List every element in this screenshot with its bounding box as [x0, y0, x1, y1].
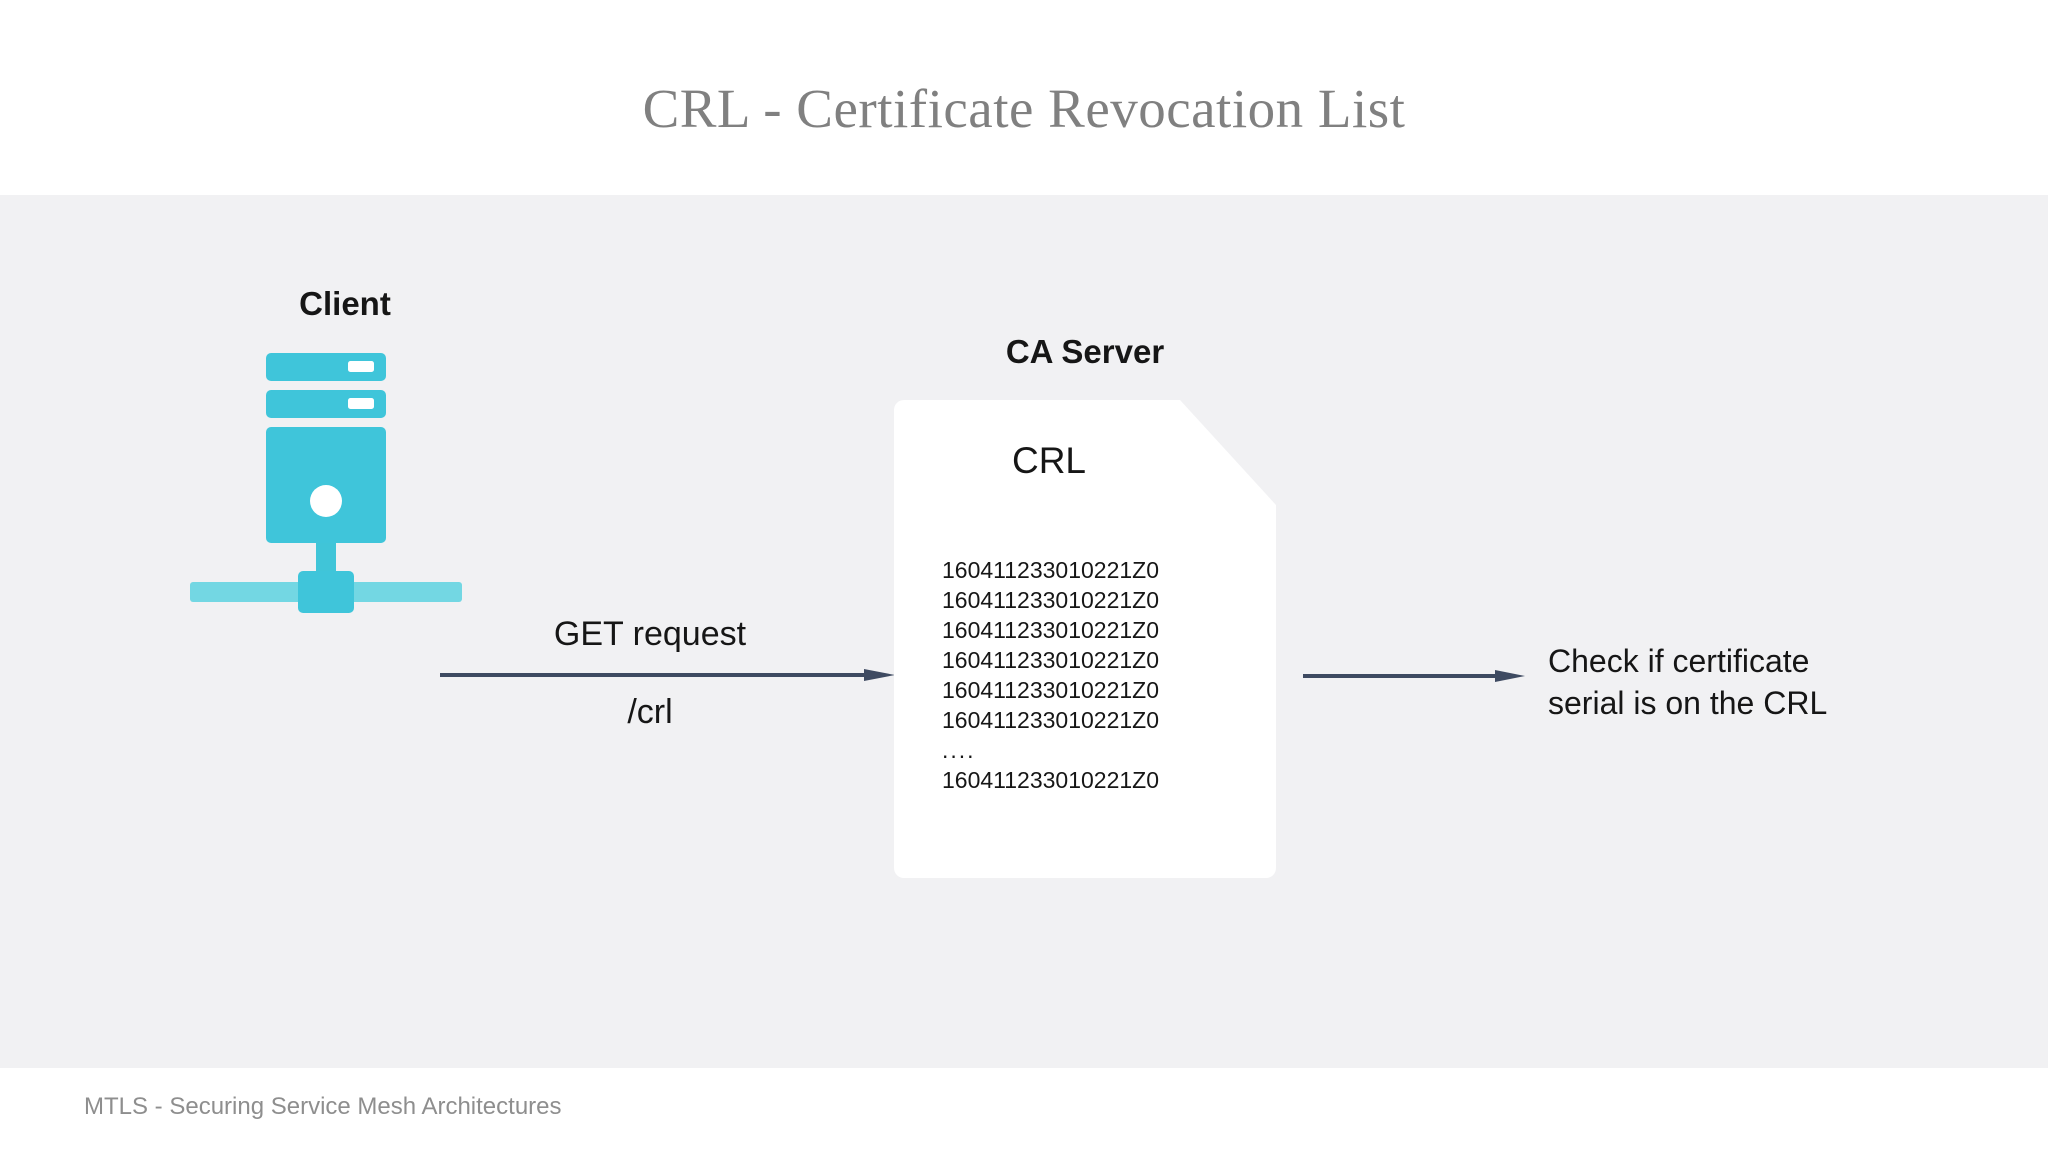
- crl-serial-item: 160411233010221Z0: [942, 677, 1160, 703]
- crl-document-title: CRL: [1011, 440, 1087, 481]
- slide-footer: MTLS - Securing Service Mesh Architectur…: [0, 1068, 2048, 1152]
- page-title: CRL - Certificate Revocation List: [642, 78, 1406, 139]
- check-note: Check if certificate serial is on the CR…: [1548, 640, 1878, 724]
- get-request-label: GET request: [553, 615, 747, 653]
- client-label: Client: [299, 285, 391, 322]
- arrow-right-icon-check: [1303, 669, 1525, 682]
- crl-serial-item: 160411233010221Z0: [942, 557, 1160, 583]
- document-icon: [894, 400, 1276, 878]
- crl-serial-list: 160411233010221Z0 160411233010221Z0 1604…: [942, 555, 1242, 795]
- client-node: Client: [190, 285, 500, 625]
- crl-serial-ellipsis: ....: [942, 737, 976, 763]
- arrow-right-icon-request: [440, 668, 895, 681]
- footer-text: MTLS - Securing Service Mesh Architectur…: [84, 1093, 562, 1120]
- server-tower-icon: [190, 353, 500, 623]
- slide-header: CRL - Certificate Revocation List: [0, 0, 2048, 195]
- crl-path-label: /crl: [627, 693, 673, 731]
- crl-serial-item: 160411233010221Z0: [942, 647, 1160, 673]
- check-note-line2: serial is on the CRL: [1548, 685, 1828, 721]
- crl-serial-item: 160411233010221Z0: [942, 587, 1160, 613]
- crl-serial-item-last: 160411233010221Z0: [942, 767, 1160, 793]
- crl-document: CRL 160411233010221Z0 160411233010221Z0 …: [894, 400, 1276, 878]
- crl-serial-item: 160411233010221Z0: [942, 617, 1160, 643]
- ca-server-label: CA Server: [1005, 333, 1165, 370]
- check-note-line1: Check if certificate: [1548, 643, 1810, 679]
- crl-serial-item: 160411233010221Z0: [942, 707, 1160, 733]
